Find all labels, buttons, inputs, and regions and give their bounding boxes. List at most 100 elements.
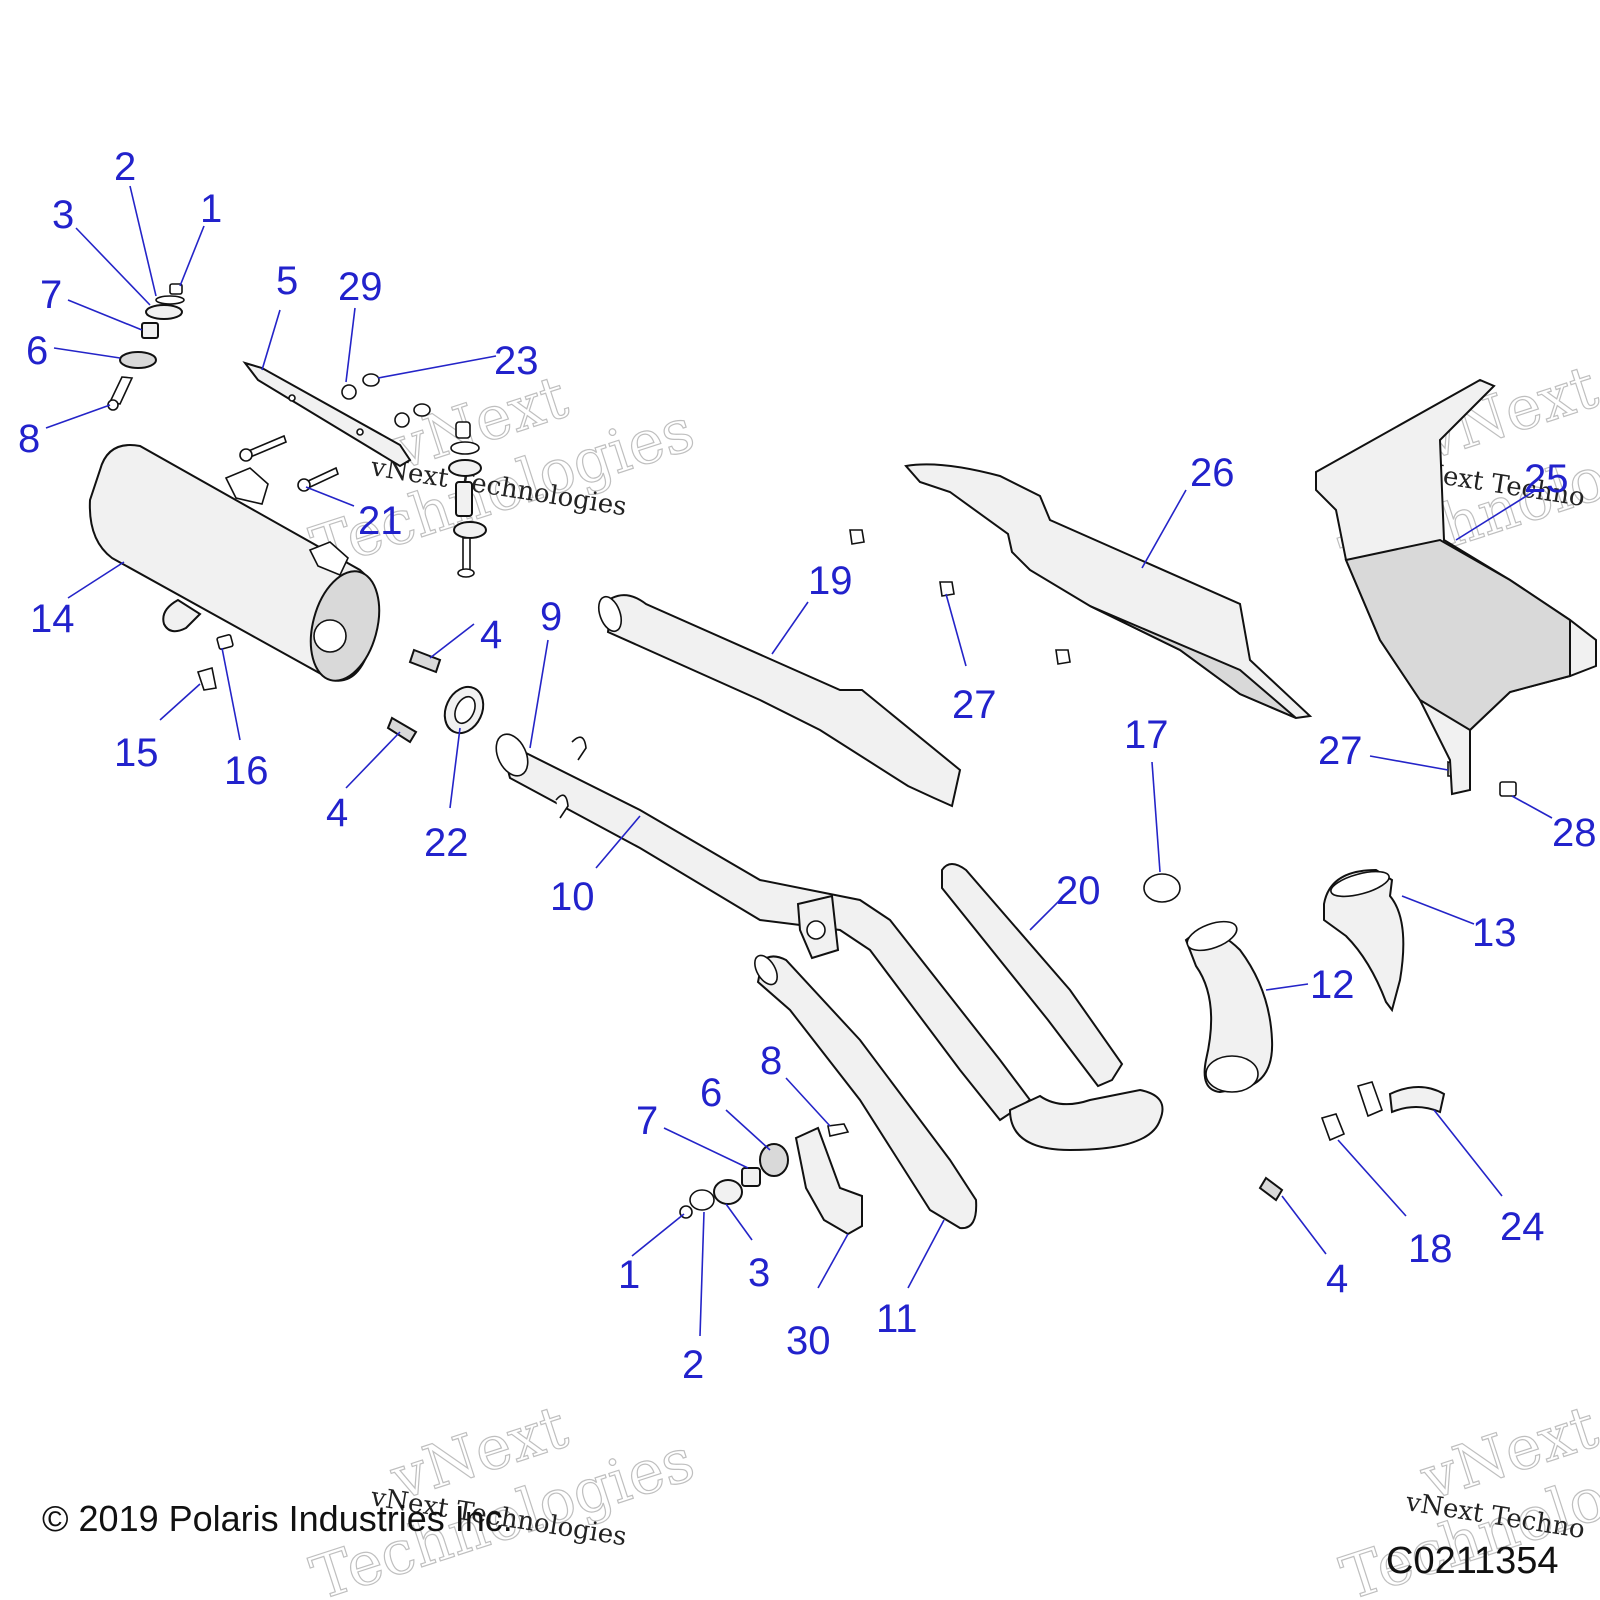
part-muffler-outlet [313, 619, 347, 653]
part-sleeve-7-bottom [741, 1167, 761, 1187]
leader-9 [529, 639, 549, 749]
callout-24: 24 [1500, 1205, 1545, 1249]
callout-5: 5 [276, 259, 298, 303]
leader-3b [725, 1203, 753, 1241]
part-bolt-small [1055, 649, 1071, 665]
part-muffler-inlet [162, 598, 202, 633]
leader-28 [1511, 795, 1553, 819]
part-header-12-outlet [1205, 1055, 1259, 1093]
part-pipe-10 [498, 738, 1032, 1122]
leader-30 [817, 1233, 849, 1289]
leader-12 [1265, 983, 1309, 991]
callout-11: 11 [876, 1297, 918, 1341]
part-washer-29 [341, 384, 357, 400]
part-bracket-5-hole [356, 428, 364, 436]
part-sleeve-stack [455, 481, 473, 517]
part-washer-3-top [145, 304, 183, 320]
part-heatshield-25-shade [1344, 538, 1571, 732]
callout-22: 22 [424, 821, 469, 865]
callout-8-bottom: 8 [760, 1039, 782, 1083]
part-oring-17 [1143, 873, 1181, 903]
part-sleeve-7-top [141, 322, 159, 339]
part-grommet-6-bottom [759, 1143, 789, 1177]
part-bracket-5 [242, 361, 412, 468]
part-bolt-stack-head [457, 568, 475, 578]
part-header-12-flange [1186, 920, 1238, 952]
part-header-13 [1323, 868, 1405, 1013]
callout-6-bottom: 6 [700, 1071, 722, 1115]
part-clamp-24 [1388, 1086, 1446, 1114]
part-washer-3-bottom [713, 1179, 743, 1205]
callout-13: 13 [1472, 911, 1517, 955]
leader-23 [377, 355, 497, 379]
part-header-13-flange [1330, 870, 1390, 898]
part-heatshield-26 [904, 463, 1313, 720]
leader-27a [945, 593, 967, 667]
callout-4-muffler: 4 [480, 613, 502, 657]
part-spring-4b [386, 716, 418, 744]
callout-8-top: 8 [18, 417, 40, 461]
leader-13 [1401, 895, 1475, 925]
part-gasket-22-hole [454, 695, 476, 725]
leader-26 [1141, 489, 1187, 569]
callout-23: 23 [494, 339, 539, 383]
callout-6-top: 6 [26, 329, 48, 373]
part-muffler-endcap [309, 570, 381, 682]
part-bolt-21b-head [297, 478, 311, 492]
part-heatshield-20 [941, 863, 1124, 1088]
part-bolt-8-bottom [827, 1123, 850, 1137]
part-bolt-stack [462, 537, 471, 571]
leader-21 [305, 486, 355, 507]
part-muffler-tab [308, 541, 349, 577]
part-nut-23b [413, 403, 431, 417]
part-muffler-tab [224, 467, 269, 505]
part-nut-stack-top [455, 421, 471, 439]
leader-20 [1029, 887, 1073, 931]
callout-10: 10 [550, 875, 595, 919]
part-plug-15 [196, 666, 217, 691]
callout-17: 17 [1124, 713, 1169, 757]
callout-26: 26 [1190, 451, 1235, 495]
leader-7b [663, 1127, 749, 1169]
leader-2a [129, 185, 157, 297]
part-spring-4c [1258, 1176, 1284, 1202]
leader-lines [45, 185, 1553, 1337]
leader-5 [261, 309, 281, 371]
part-washer-stack [450, 441, 480, 455]
part-pipe-10-bracket-hole [806, 920, 826, 940]
callout-12: 12 [1310, 963, 1355, 1007]
part-washer-29b [394, 412, 410, 428]
part-grommet-stack-low [453, 521, 487, 539]
part-grommet-stack [448, 459, 482, 477]
leader-22 [449, 727, 461, 809]
callout-2-bottom: 2 [682, 1343, 704, 1387]
leader-18 [1337, 1139, 1407, 1217]
callout-14: 14 [30, 597, 75, 641]
drawing-id: C0211354 [1386, 1540, 1559, 1582]
part-bracket-5-hole [288, 394, 296, 402]
part-nut-23 [362, 373, 380, 387]
leader-1b [631, 1213, 685, 1257]
callout-15: 15 [114, 731, 159, 775]
leader-16 [221, 647, 241, 741]
part-bolt-small [939, 581, 955, 597]
leader-27b [1369, 755, 1449, 771]
part-bracket-30 [794, 1126, 863, 1236]
callout-1-bottom: 1 [618, 1253, 640, 1297]
copyright-notice: © 2019 Polaris Industries Inc. [42, 1498, 513, 1539]
part-washer-2-bottom [689, 1189, 715, 1211]
leader-11 [907, 1219, 945, 1289]
leader-10 [595, 815, 641, 869]
leader-8b [785, 1077, 831, 1127]
callout-19: 19 [808, 559, 853, 603]
part-sensor-18 [1320, 1113, 1346, 1142]
leader-6b [725, 1109, 771, 1151]
callouts: 1 2 3 7 6 8 5 29 23 21 14 15 16 4 4 22 9… [18, 145, 1597, 1387]
callout-29: 29 [338, 265, 383, 309]
leader-7a [67, 299, 143, 331]
part-pipe-11 [756, 955, 978, 1230]
leader-4c [1281, 1195, 1327, 1255]
callout-18: 18 [1408, 1227, 1453, 1271]
part-washer-2-top [155, 295, 185, 305]
